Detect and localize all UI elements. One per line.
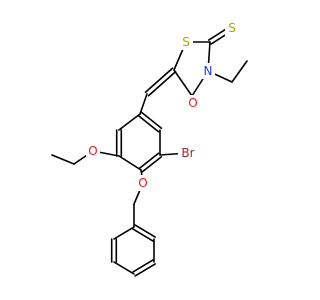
single-bond [139,93,148,115]
double-bond-line [134,263,156,277]
molecule-structure: S S N O O O Br [51,20,248,277]
single-bond [113,226,135,240]
double-bond-line [141,156,163,173]
atom-label-carbonyl-o: O [188,96,197,110]
atom-ethoxy-oxygen: O [86,143,100,159]
atom-benzyloxy-oxygen: O [136,175,150,191]
single-bond [231,60,248,83]
atom-label-ring-s: S [182,35,190,49]
single-bond [113,261,135,275]
atom-bromine: Br [178,145,198,161]
atom-carbonyl-oxygen: O [186,95,200,111]
bond-lines [51,25,248,277]
single-bond [118,113,141,131]
atom-ring-nitrogen: N [201,63,215,79]
atom-label-ethoxy-o: O [88,144,97,158]
double-bond-line [134,224,156,238]
atom-label-benzyloxy-o: O [138,176,147,190]
atom-ring-sulfur: S [179,34,193,50]
atom-label-thioxo-s: S [228,21,236,35]
double-bond-line [140,111,163,130]
double-bond-line [132,228,154,242]
double-bond-line [147,70,177,97]
atom-thioxo-sulfur: S [225,20,239,36]
single-bond [173,69,193,97]
atom-label-bromine: Br [181,146,194,160]
double-bond-line [137,114,160,133]
double-bond-line [144,67,174,94]
double-bond-line [138,152,160,169]
atom-label-ring-n: N [204,64,213,78]
single-bond [51,154,75,165]
single-bond [118,155,142,171]
double-bond-line [132,259,154,273]
